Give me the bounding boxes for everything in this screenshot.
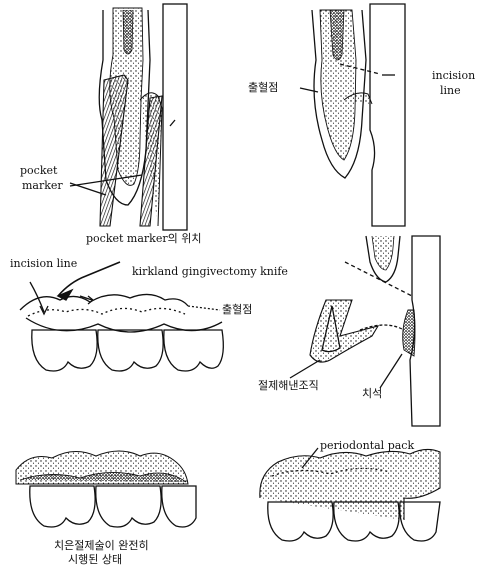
periodontal-pack-label: periodontal pack [320,440,414,452]
excised-tissue-label: 절제해낸조직 [258,380,319,392]
bleeding-point-label-top: 출혈점 [248,82,278,94]
incision-line-label-1: incision [432,70,475,82]
completed-caption-2: 시행된 상태 [68,554,122,566]
pocket-marker-caption: pocket marker의 위치 [86,233,201,245]
pocket-marker-label-2: marker [22,180,63,192]
calculus-label: 치석 [362,388,382,400]
panel-incision-line [300,4,405,226]
bleeding-point-label-mid: 출혈점 [222,304,252,316]
panel-pocket-marker [70,4,187,230]
completed-caption-1: 치은절제술이 완전히 [54,540,149,552]
panel-gingivectomy-incision [20,262,223,371]
pocket-marker-label-1: pocket [20,165,57,177]
panel-completed [16,451,196,527]
panel-pack [260,448,440,541]
incision-line-label: incision line [10,258,77,270]
knife-label: kirkland gingivectomy knife [132,266,288,278]
incision-line-label-2: line [440,85,461,97]
